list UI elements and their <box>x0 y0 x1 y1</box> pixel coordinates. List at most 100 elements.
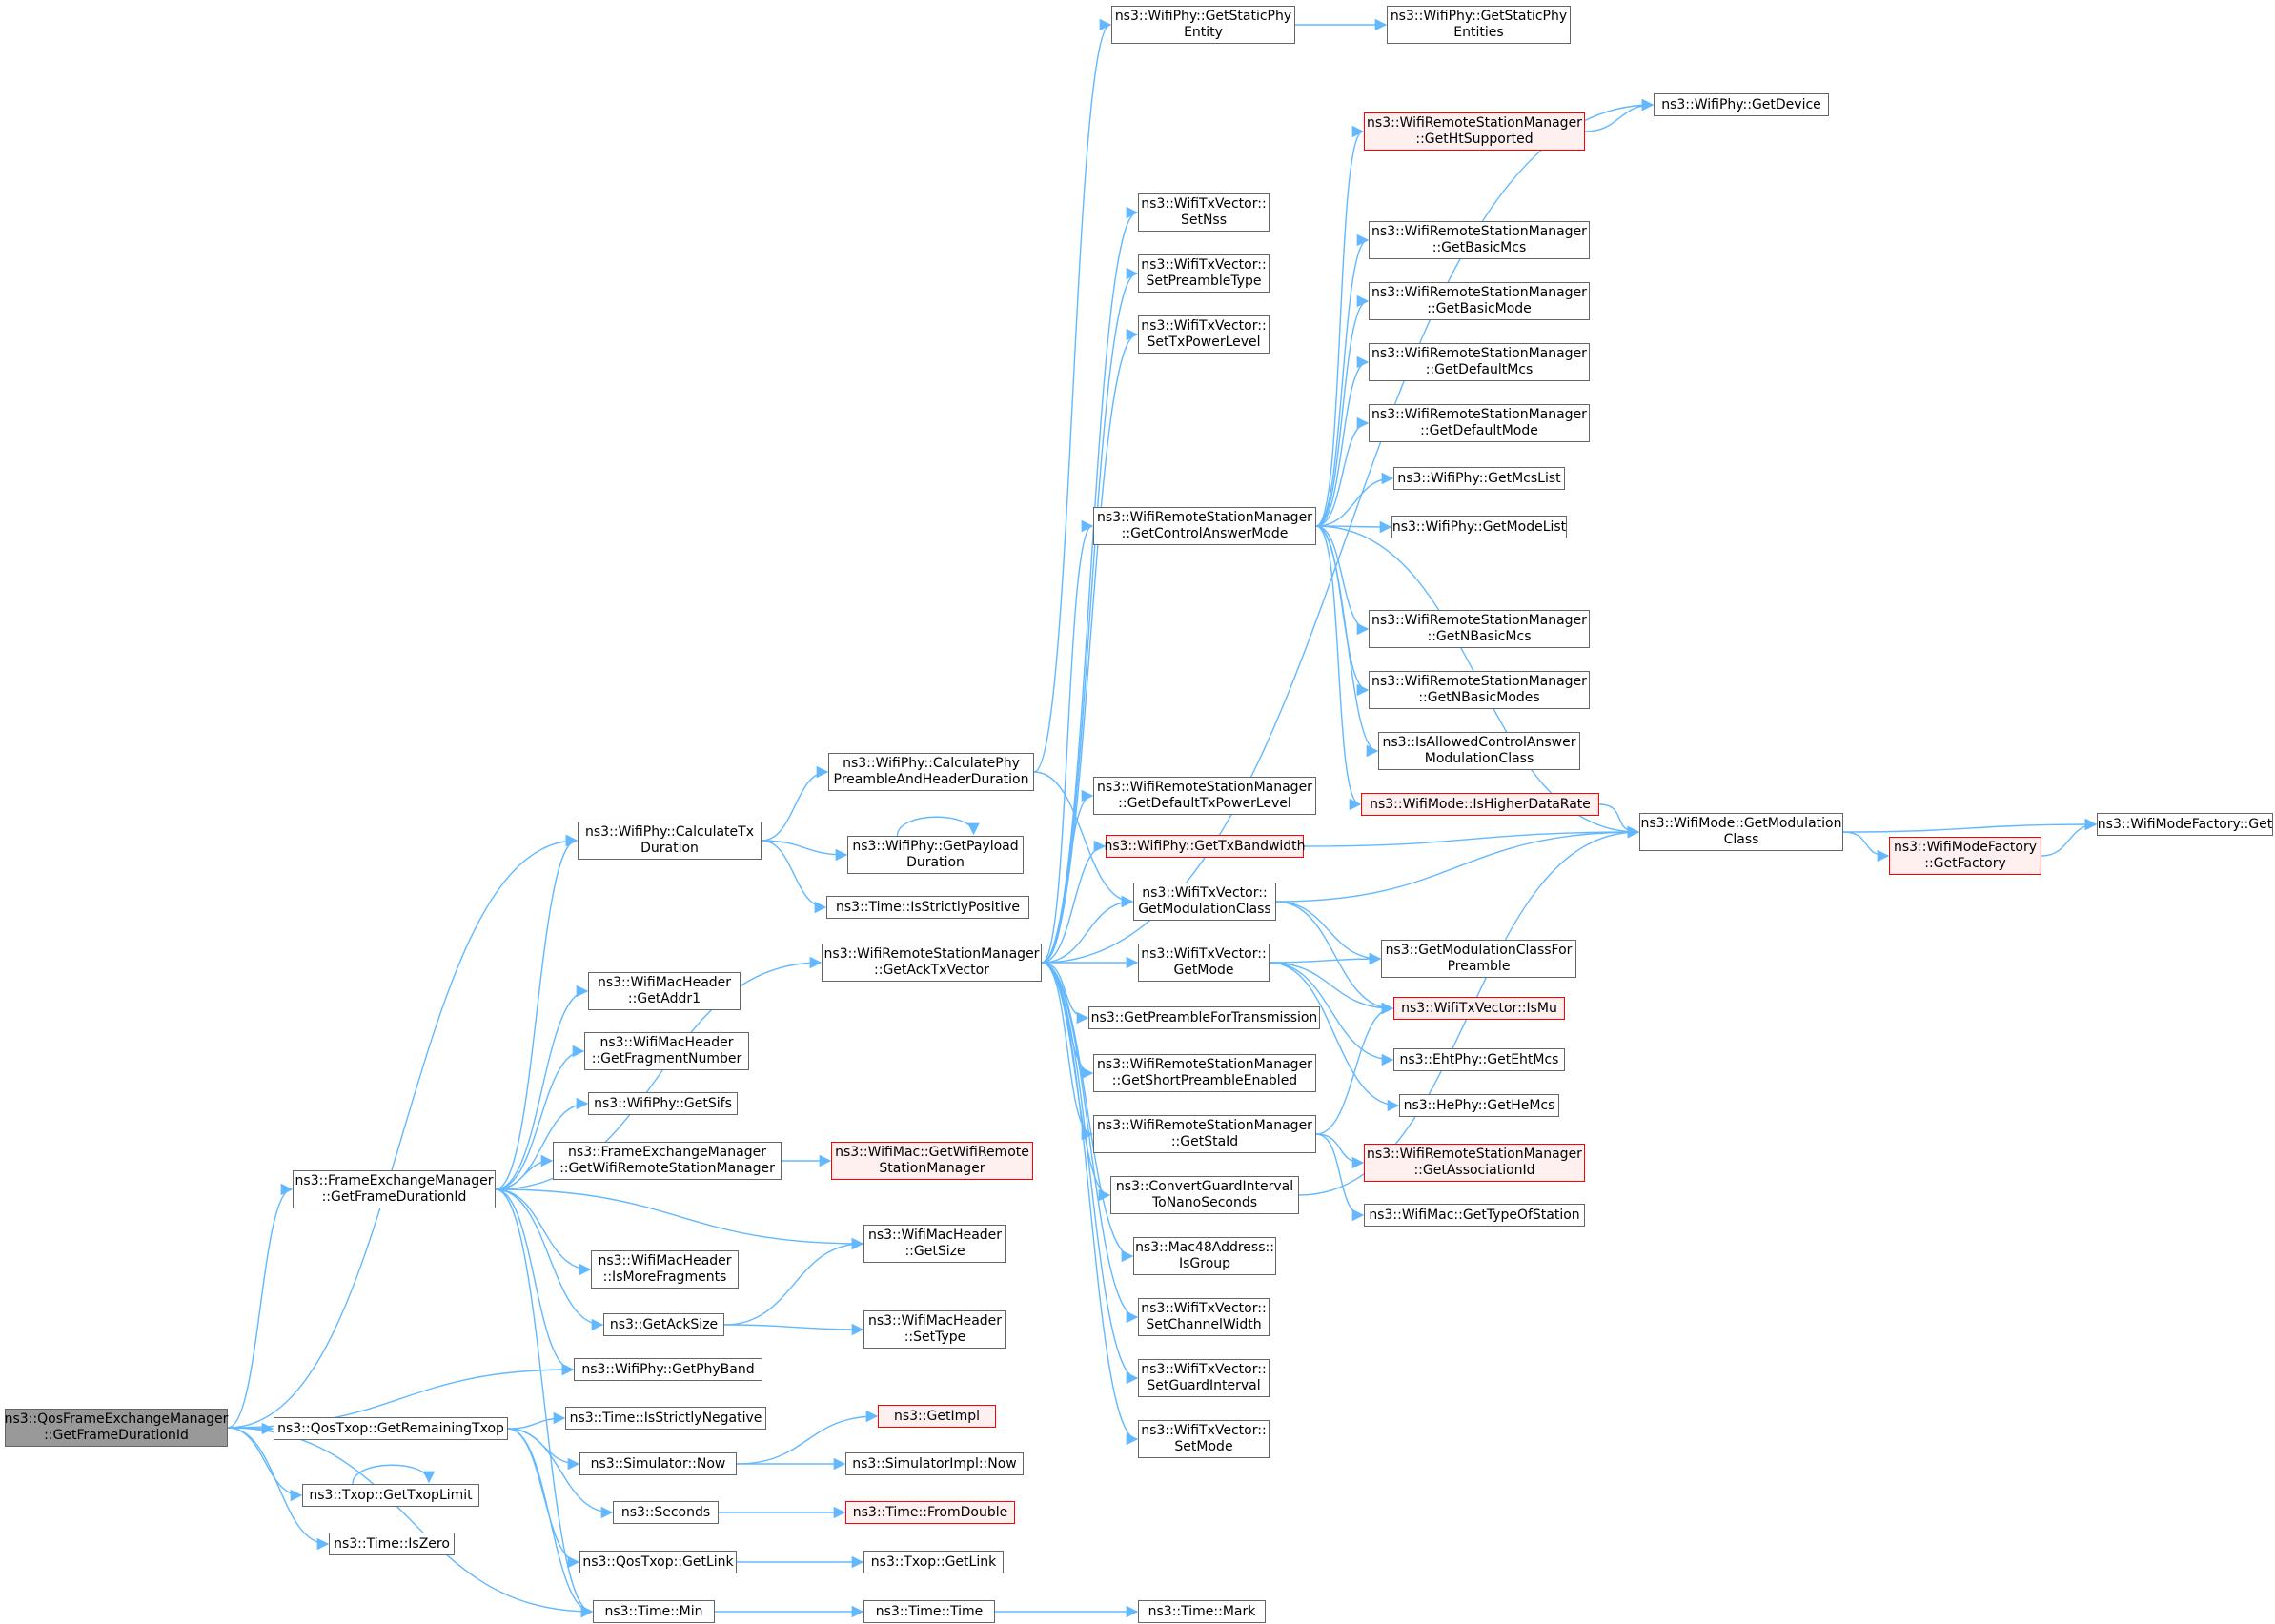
node-get-frag[interactable]: ns3::WifiMacHeader::GetFragmentNumber <box>584 1032 749 1070</box>
node-get-ht[interactable]: ns3::WifiRemoteStationManager::GetHtSupp… <box>1364 112 1585 151</box>
node-get-type-station[interactable]: ns3::WifiMac::GetTypeOfStation <box>1364 1204 1585 1227</box>
node-get-impl[interactable]: ns3::GetImpl <box>878 1405 996 1428</box>
edge-calc_tx-to-calc_preamble <box>761 765 829 842</box>
node-set-channel-width[interactable]: ns3::WifiTxVector::SetChannelWidth <box>1138 1298 1270 1336</box>
node-get-default-txpower[interactable]: ns3::WifiRemoteStationManager::GetDefaul… <box>1093 777 1316 815</box>
node-time-iszero[interactable]: ns3::Time::IsZero <box>329 1533 455 1555</box>
node-get-preamble-tx[interactable]: ns3::GetPreambleForTransmission <box>1088 1006 1320 1029</box>
edge-get_ack_tx-to-set_preamble <box>1041 267 1139 964</box>
node-get-ack-tx[interactable]: ns3::WifiRemoteStationManager::GetAckTxV… <box>822 944 1042 982</box>
node-is-more-frag[interactable]: ns3::WifiMacHeader::IsMoreFragments <box>591 1250 739 1289</box>
node-txv-get-mode[interactable]: ns3::WifiTxVector::GetMode <box>1138 944 1270 982</box>
edge-get_ctrl_answer-to-get_basic_mcs <box>1315 233 1370 527</box>
node-time-fromdouble[interactable]: ns3::Time::FromDouble <box>845 1501 1015 1524</box>
node-get-tx-bw[interactable]: ns3::WifiPhy::GetTxBandwidth <box>1104 835 1306 858</box>
node-label-line: ns3::Simulator::Now <box>590 1455 726 1472</box>
node-label-line: SetTxPowerLevel <box>1147 335 1261 350</box>
node-get-addr1[interactable]: ns3::WifiMacHeader::GetAddr1 <box>588 972 741 1010</box>
node-time-isneg[interactable]: ns3::Time::IsStrictlyNegative <box>565 1407 766 1430</box>
node-get-default-mode[interactable]: ns3::WifiRemoteStationManager::GetDefaul… <box>1369 404 1590 442</box>
node-label-line: ::GetFrameDurationId <box>44 1428 189 1443</box>
node-fem-gfd[interactable]: ns3::FrameExchangeManager::GetFrameDurat… <box>293 1170 496 1208</box>
node-get-sifs[interactable]: ns3::WifiPhy::GetSifs <box>588 1092 738 1115</box>
node-label-line: ns3::QosFrameExchangeManager <box>4 1411 229 1427</box>
node-get-device[interactable]: ns3::WifiPhy::GetDevice <box>1654 93 1829 116</box>
node-label-line: ns3::QosTxop::GetRemainingTxop <box>277 1420 504 1436</box>
node-get-default-mcs[interactable]: ns3::WifiRemoteStationManager::GetDefaul… <box>1369 343 1590 381</box>
node-root[interactable]: ns3::QosFrameExchangeManager::GetFrameDu… <box>5 1409 228 1447</box>
edge-get_ack_tx-to-txv_get_modclass <box>1041 895 1134 964</box>
node-seconds[interactable]: ns3::Seconds <box>613 1501 719 1524</box>
node-label-line: ns3::WifiRemoteStationManager <box>1097 780 1312 795</box>
node-set-preamble[interactable]: ns3::WifiTxVector::SetPreambleType <box>1138 254 1270 293</box>
node-label-line: ns3::WifiTxVector:: <box>1142 885 1268 901</box>
node-set-nss[interactable]: ns3::WifiTxVector::SetNss <box>1138 193 1270 232</box>
edge-get_ack_tx-to-set_mode <box>1041 962 1139 1446</box>
node-get-basic-mcs[interactable]: ns3::WifiRemoteStationManager::GetBasicM… <box>1369 221 1590 259</box>
node-time-isspos[interactable]: ns3::Time::IsStrictlyPositive <box>826 896 1029 919</box>
node-time-mark[interactable]: ns3::Time::Mark <box>1138 1600 1266 1623</box>
node-hdr-getsize[interactable]: ns3::WifiMacHeader::GetSize <box>863 1225 1006 1263</box>
node-get-staid[interactable]: ns3::WifiRemoteStationManager::GetStaId <box>1093 1115 1316 1153</box>
node-label-line: ::GetFragmentNumber <box>591 1051 742 1066</box>
node-time-min[interactable]: ns3::Time::Min <box>593 1600 715 1623</box>
node-get-short-preamble[interactable]: ns3::WifiRemoteStationManager::GetShortP… <box>1093 1054 1316 1092</box>
node-txop-getlink[interactable]: ns3::Txop::GetLink <box>863 1551 1004 1573</box>
node-label-line: ns3::WifiPhy::GetTxBandwidth <box>1104 838 1306 854</box>
edge-root-to-fem_gfd <box>227 1183 294 1429</box>
node-set-gi[interactable]: ns3::WifiTxVector::SetGuardInterval <box>1138 1359 1270 1397</box>
node-hdr-settype[interactable]: ns3::WifiMacHeader::SetType <box>863 1310 1006 1349</box>
node-get-nbasic-mcs[interactable]: ns3::WifiRemoteStationManager::GetNBasic… <box>1369 610 1590 648</box>
node-sim-now[interactable]: ns3::Simulator::Now <box>579 1452 737 1475</box>
node-label-line: Preamble <box>1447 959 1511 974</box>
node-modefactory-getfactory[interactable]: ns3::WifiModeFactory::GetFactory <box>1889 837 2041 875</box>
node-txv-get-modclass[interactable]: ns3::WifiTxVector::GetModulationClass <box>1133 883 1276 921</box>
node-label-line: ns3::QosTxop::GetLink <box>582 1553 734 1570</box>
node-mac48-isgroup[interactable]: ns3::Mac48Address::IsGroup <box>1133 1237 1276 1275</box>
edge-get_ctrl_answer-to-get_default_mode <box>1315 416 1370 527</box>
node-label-line: ns3::WifiRemoteStationManager <box>1097 1057 1312 1072</box>
node-eht-mcs[interactable]: ns3::EhtPhy::GetEhtMcs <box>1393 1048 1565 1071</box>
node-label-line: ns3::Time::FromDouble <box>852 1504 1008 1520</box>
edge-txv_get_modclass-to-mode_get_modclass <box>1275 825 1640 903</box>
node-qos-getlink[interactable]: ns3::QosTxop::GetLink <box>579 1551 737 1573</box>
node-is-higher-rate[interactable]: ns3::WifiMode::IsHigherDataRate <box>1361 793 1599 816</box>
node-label-line: ::GetBasicMcs <box>1432 240 1527 255</box>
node-set-mode[interactable]: ns3::WifiTxVector::SetMode <box>1138 1420 1270 1458</box>
node-simimpl-now[interactable]: ns3::SimulatorImpl::Now <box>845 1452 1024 1475</box>
node-label-line: ToNanoSeconds <box>1151 1195 1258 1210</box>
node-qos-rem[interactable]: ns3::QosTxop::GetRemainingTxop <box>274 1417 508 1440</box>
node-get-phy-band[interactable]: ns3::WifiPhy::GetPhyBand <box>574 1358 762 1381</box>
edge-fem_gfd-to-is_more_frag <box>495 1188 592 1276</box>
node-fem-gwrsm[interactable]: ns3::FrameExchangeManager::GetWifiRemote… <box>553 1142 782 1180</box>
node-time-time[interactable]: ns3::Time::Time <box>863 1600 995 1623</box>
node-modefactory-get[interactable]: ns3::WifiModeFactory::Get <box>2097 813 2273 836</box>
node-set-txpower[interactable]: ns3::WifiTxVector::SetTxPowerLevel <box>1138 315 1270 354</box>
node-get-basic-mode[interactable]: ns3::WifiRemoteStationManager::GetBasicM… <box>1369 282 1590 320</box>
node-get-mode-list[interactable]: ns3::WifiPhy::GetModeList <box>1391 516 1567 538</box>
node-get-ctrl-answer[interactable]: ns3::WifiRemoteStationManager::GetContro… <box>1093 507 1316 545</box>
node-get-assoc-id[interactable]: ns3::WifiRemoteStationManager::GetAssoci… <box>1364 1144 1585 1182</box>
edge-mode_get_modclass-to-modefactory_getfactory <box>1842 831 1890 863</box>
node-label-line: ::GetAssociationId <box>1413 1163 1535 1178</box>
node-he-mcs[interactable]: ns3::HePhy::GetHeMcs <box>1399 1094 1559 1117</box>
node-get-mcs-list[interactable]: ns3::WifiPhy::GetMcsList <box>1393 467 1565 490</box>
node-get-ack-size[interactable]: ns3::GetAckSize <box>603 1313 724 1336</box>
node-txv-ismu[interactable]: ns3::WifiTxVector::IsMu <box>1393 997 1565 1020</box>
node-get-txop-limit[interactable]: ns3::Txop::GetTxopLimit <box>302 1484 479 1507</box>
node-label-line: ns3::Time::Mark <box>1148 1603 1256 1619</box>
node-label-line: ns3::WifiRemoteStationManager <box>1371 407 1587 422</box>
node-get-nbasic-modes[interactable]: ns3::WifiRemoteStationManager::GetNBasic… <box>1369 671 1590 709</box>
edge-get_staid-to-get_assoc_id <box>1315 1133 1365 1169</box>
